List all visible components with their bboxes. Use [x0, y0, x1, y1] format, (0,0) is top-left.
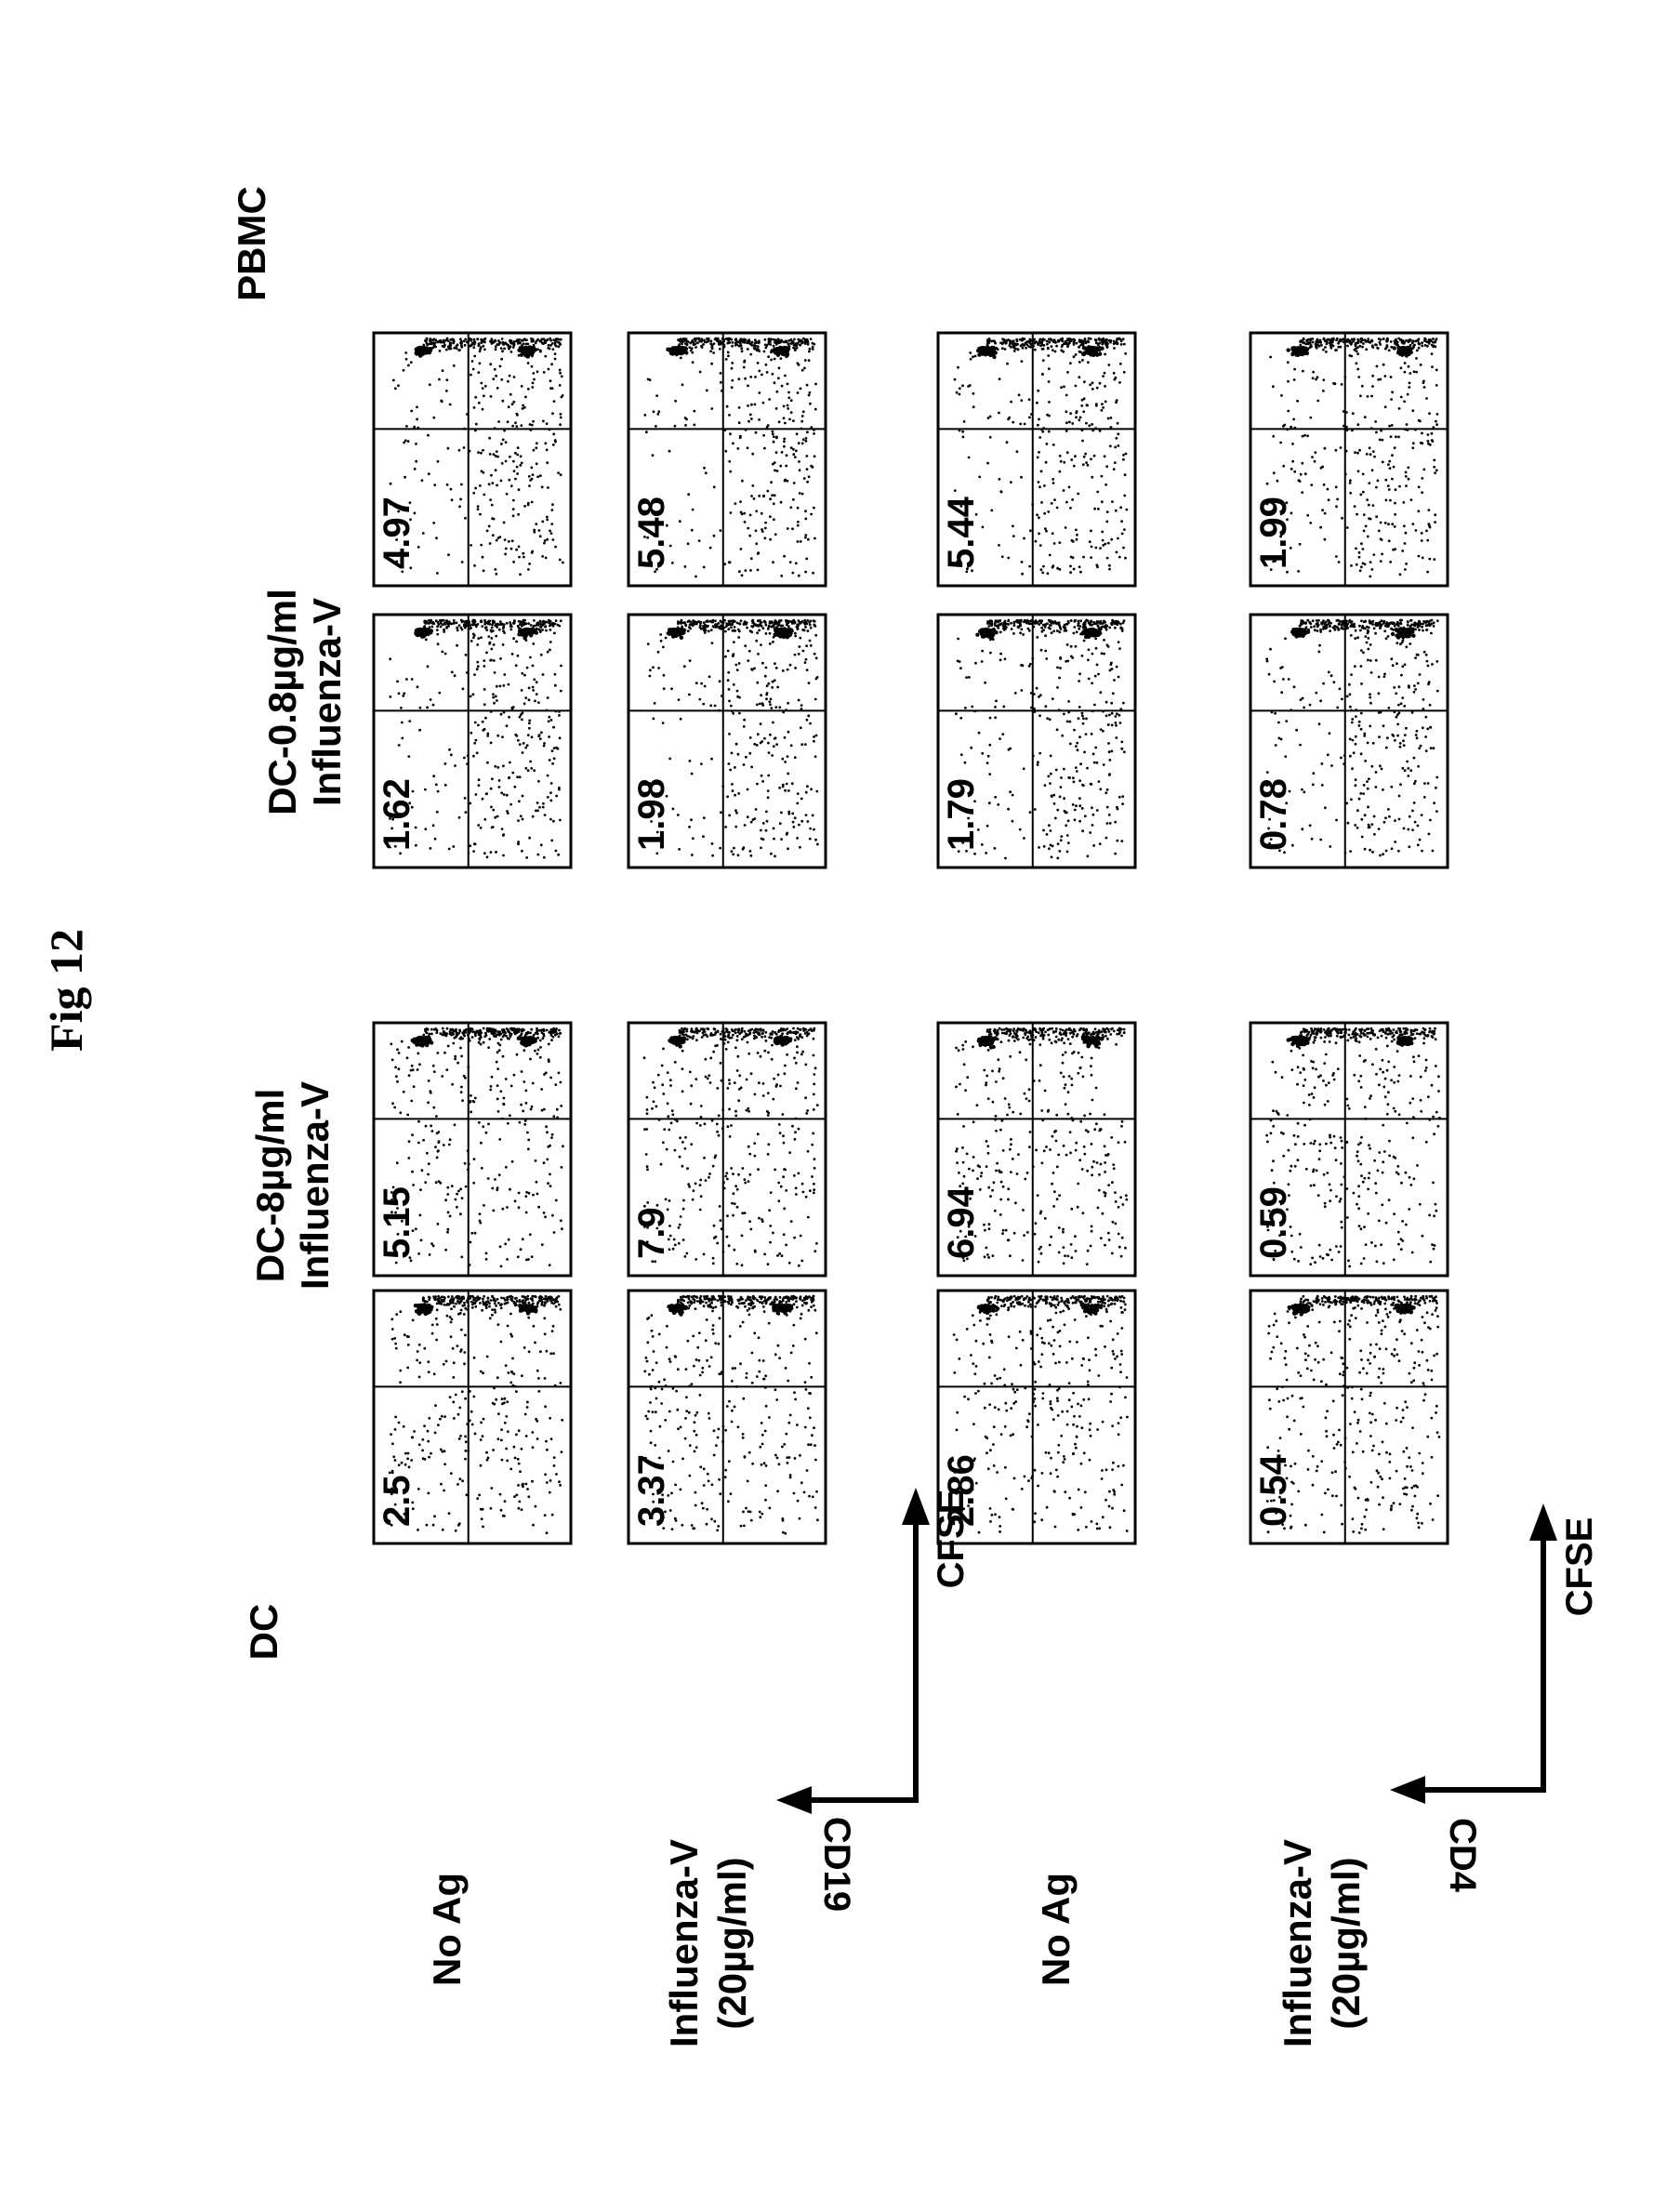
column-header-dc-8ug: DC-8µg/ml Influenza-V — [248, 1081, 337, 1290]
panel-percentage-value: 2.86 — [941, 1454, 982, 1527]
row-label-no-ag-cd19-line-1: No Ag — [425, 1873, 469, 1986]
panel-percentage-value: 0.59 — [1253, 1186, 1294, 1259]
panel-percentage-value: 5.44 — [941, 496, 982, 569]
column-header-dc-8ug-line-2: Influenza-V — [293, 1081, 337, 1290]
axis-label-cd19: CD19 — [816, 1817, 857, 1912]
panel-percentage-value: 7.9 — [631, 1207, 672, 1259]
panel-percentage-value: 1.99 — [1253, 497, 1294, 569]
panel-percentage-value: 5.15 — [377, 1186, 417, 1259]
panel-percentage-value: 0.78 — [1253, 778, 1294, 851]
column-header-dc: DC — [242, 1604, 285, 1661]
row-label-no-ag-cd4-line-1: No Ag — [1034, 1873, 1078, 1986]
row-label-influenza-cd4-line-1: Influenza-V — [1276, 1839, 1319, 2047]
row-label-no-ag-cd4: No Ag — [1034, 1873, 1078, 1986]
column-header-pbmc-line-1: PBMC — [230, 186, 273, 301]
axis-label-cfse-2: CFSE — [1559, 1517, 1600, 1617]
panel-percentage-value: 0.54 — [1253, 1453, 1294, 1527]
figure-title: Fig 12 — [40, 929, 92, 1052]
column-header-pbmc: PBMC — [230, 186, 273, 301]
column-header-dc-line-1: DC — [242, 1604, 285, 1661]
panel-percentage-value: 2.5 — [377, 1475, 417, 1527]
panel-percentage-value: 5.48 — [631, 497, 672, 569]
panel-percentage-value: 1.79 — [941, 778, 982, 851]
axis-label-cd4: CD4 — [1442, 1818, 1483, 1893]
panel-percentage-value: 4.97 — [377, 497, 417, 569]
column-header-dc-0-8ug-line-2: Influenza-V — [305, 598, 349, 806]
row-label-influenza-cd19-line-1: Influenza-V — [662, 1839, 706, 2047]
column-header-dc-0-8ug-line-1: DC-0.8µg/ml — [260, 589, 304, 815]
panel-percentage-value: 1.98 — [631, 778, 672, 851]
row-label-no-ag-cd19: No Ag — [425, 1873, 469, 1986]
panel-percentage-value: 1.62 — [377, 778, 417, 851]
panel-percentage-value: 3.37 — [631, 1454, 672, 1527]
row-label-influenza-cd19-line-2: (20µg/ml) — [710, 1857, 754, 2029]
column-header-dc-8ug-line-1: DC-8µg/ml — [248, 1089, 292, 1283]
panel-percentage-value: 6.94 — [941, 1185, 982, 1259]
row-label-influenza-cd4-line-2: (20µg/ml) — [1324, 1857, 1368, 2029]
column-header-dc-0-8ug: DC-0.8µg/ml Influenza-V — [260, 589, 349, 815]
